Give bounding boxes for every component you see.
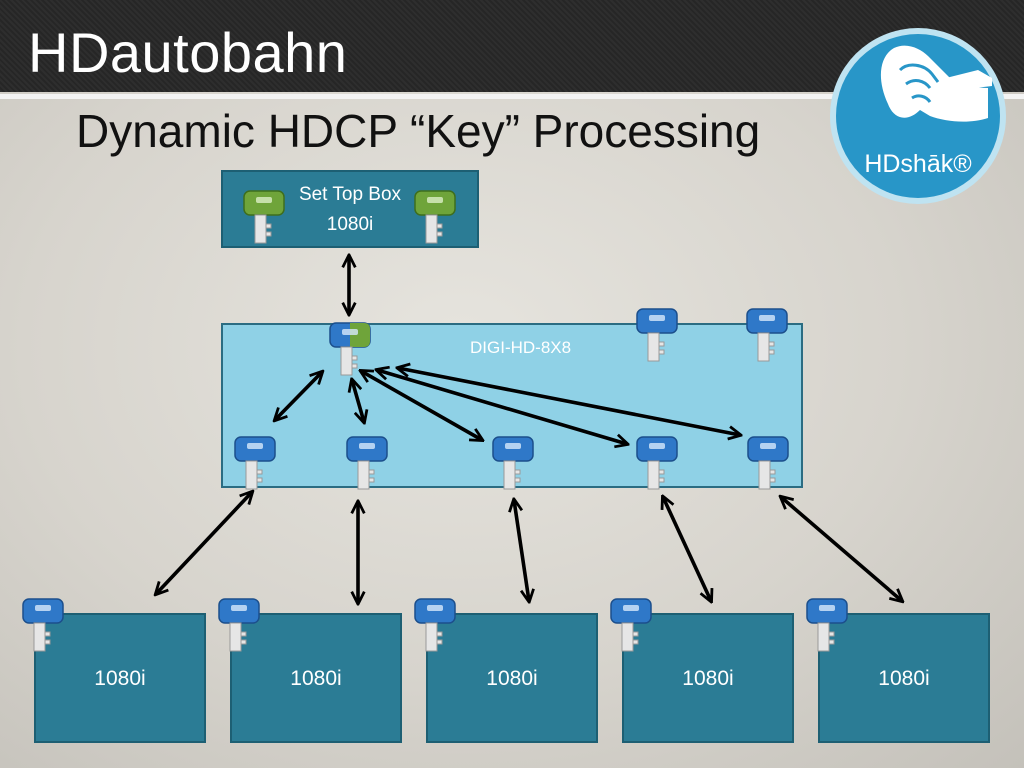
- display-label: 1080i: [486, 667, 538, 690]
- set-top-box-label: Set Top Box: [298, 184, 402, 205]
- display-5: 1080i: [818, 613, 990, 743]
- blue-key-icon: [746, 308, 788, 362]
- arrow-output-to-display-4: [663, 497, 711, 601]
- display-4: 1080i: [622, 613, 794, 743]
- display-2: 1080i: [230, 613, 402, 743]
- blue-key-icon: [346, 436, 388, 490]
- display-label: 1080i: [878, 667, 930, 690]
- blue-key-icon: [414, 598, 456, 652]
- blue-key-icon: [218, 598, 260, 652]
- display-label: 1080i: [94, 667, 146, 690]
- header-divider: [0, 94, 1024, 99]
- blue-key-icon: [234, 436, 276, 490]
- handshake-icon: [880, 45, 992, 122]
- blue-key-icon: [806, 598, 848, 652]
- arrow-output-to-display-1: [156, 492, 252, 594]
- blue-key-icon: [492, 436, 534, 490]
- set-top-box-resolution: 1080i: [326, 214, 374, 235]
- blue-key-icon: [636, 308, 678, 362]
- logo-text: HDshāk®: [864, 150, 972, 178]
- display-1: 1080i: [34, 613, 206, 743]
- page-title: Dynamic HDCP “Key” Processing: [76, 105, 761, 157]
- arrow-output-to-display-3: [514, 500, 529, 601]
- blue-green-key-icon: [329, 322, 371, 376]
- switch-label: DIGI-HD-8X8: [470, 338, 572, 357]
- green-key-icon: [414, 190, 456, 244]
- display-3: 1080i: [426, 613, 598, 743]
- hdshak-logo: HDshāk®: [830, 28, 1006, 204]
- blue-key-icon: [636, 436, 678, 490]
- green-key-icon: [243, 190, 285, 244]
- blue-key-icon: [610, 598, 652, 652]
- blue-key-icon: [747, 436, 789, 490]
- arrow-output-to-display-5: [781, 497, 902, 601]
- blue-key-icon: [22, 598, 64, 652]
- brand-title: HDautobahn: [28, 21, 348, 84]
- display-label: 1080i: [682, 667, 734, 690]
- display-label: 1080i: [290, 667, 342, 690]
